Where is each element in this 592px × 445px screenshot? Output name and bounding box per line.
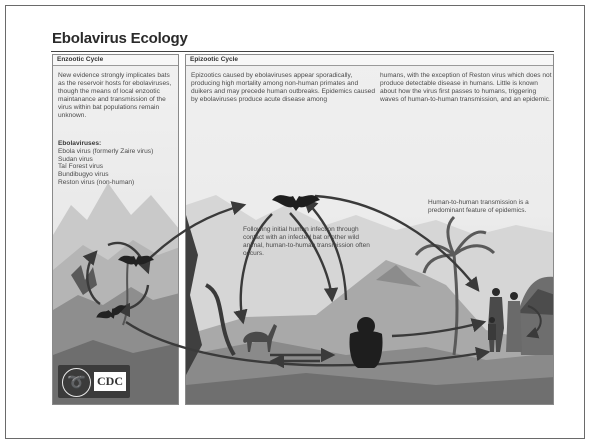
- duiker-icon: [243, 324, 277, 352]
- cdc-logo: ➰ CDC: [58, 365, 130, 398]
- bat-icon: [118, 256, 154, 267]
- primate-to-bat-arrow: [305, 200, 346, 300]
- primate-icon: [349, 317, 382, 368]
- hhs-eagle-icon: ➰: [62, 368, 91, 397]
- human-to-human-arrow: [528, 306, 541, 336]
- primate-to-human-arrow: [392, 322, 484, 336]
- bat-to-human-arrow: [126, 322, 488, 365]
- people-icon: [488, 288, 522, 352]
- bat-to-bat-arrow: [150, 205, 244, 258]
- bat-to-duiker-arrow: [241, 214, 272, 322]
- cdc-logo-text: CDC: [94, 372, 126, 391]
- bat-icon: [95, 303, 129, 324]
- enzootic-arrow-3: [87, 252, 100, 304]
- bat-to-people-arrow: [315, 196, 478, 290]
